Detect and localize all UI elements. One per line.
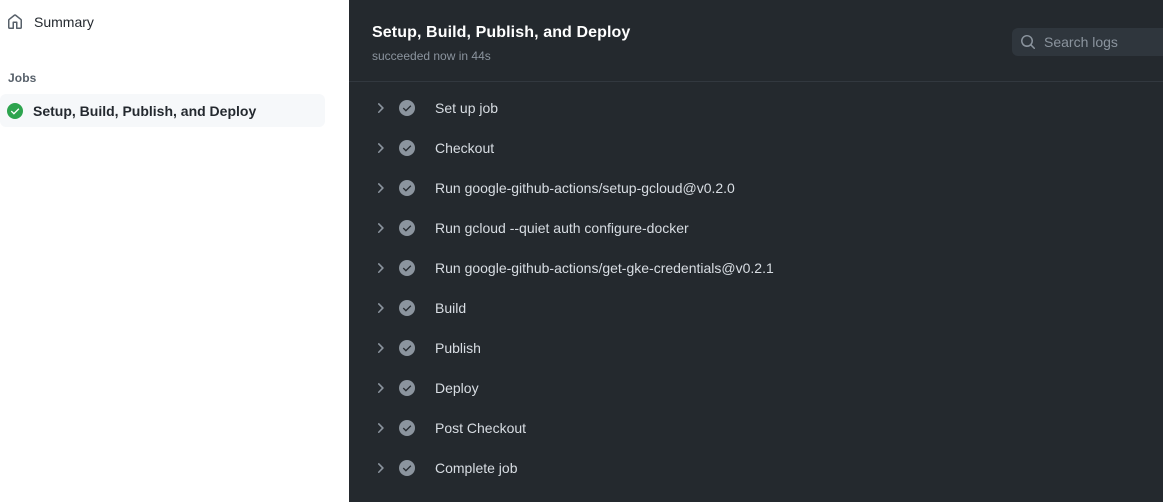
home-icon	[8, 14, 22, 29]
step-row[interactable]: Post Checkout	[349, 408, 1163, 448]
step-label: Set up job	[435, 100, 499, 116]
chevron-right-icon[interactable]	[372, 420, 388, 436]
step-row[interactable]: Checkout	[349, 128, 1163, 168]
step-row[interactable]: Complete job	[349, 448, 1163, 488]
step-list: Set up job Checkout Run google-github-ac…	[349, 82, 1163, 488]
step-label: Run google-github-actions/setup-gcloud@v…	[435, 180, 735, 196]
step-row[interactable]: Deploy	[349, 368, 1163, 408]
check-circle-fill-icon	[399, 380, 415, 396]
chevron-right-icon[interactable]	[372, 220, 388, 236]
step-label: Post Checkout	[435, 420, 527, 436]
step-row[interactable]: Set up job	[349, 88, 1163, 128]
log-header: Setup, Build, Publish, and Deploy succee…	[349, 0, 1163, 82]
chevron-right-icon[interactable]	[372, 260, 388, 276]
step-row[interactable]: Publish	[349, 328, 1163, 368]
check-circle-fill-icon	[399, 100, 415, 116]
sidebar-jobs-heading: Jobs	[8, 71, 37, 85]
search-input[interactable]	[1044, 32, 1163, 52]
sidebar-item-summary[interactable]: Summary	[0, 9, 325, 35]
check-circle-fill-icon	[399, 460, 415, 476]
check-circle-fill-icon	[7, 102, 23, 119]
step-label: Run google-github-actions/get-gke-creden…	[435, 260, 774, 276]
chevron-right-icon[interactable]	[372, 100, 388, 116]
log-panel: Setup, Build, Publish, and Deploy succee…	[349, 0, 1163, 502]
check-circle-fill-icon	[399, 260, 415, 276]
chevron-right-icon[interactable]	[372, 300, 388, 316]
step-row[interactable]: Run gcloud --quiet auth configure-docker	[349, 208, 1163, 248]
chevron-right-icon[interactable]	[372, 380, 388, 396]
search-icon	[1021, 35, 1036, 50]
check-circle-fill-icon	[399, 340, 415, 356]
step-row[interactable]: Run google-github-actions/get-gke-creden…	[349, 248, 1163, 288]
sidebar-item-job-label: Setup, Build, Publish, and Deploy	[33, 102, 257, 119]
check-circle-fill-icon	[399, 180, 415, 196]
chevron-right-icon[interactable]	[372, 460, 388, 476]
sidebar: Summary Jobs Setup, Build, Publish, and …	[0, 0, 349, 502]
check-circle-fill-icon	[399, 140, 415, 156]
step-row[interactable]: Build	[349, 288, 1163, 328]
page-title: Setup, Build, Publish, and Deploy	[372, 24, 631, 41]
chevron-right-icon[interactable]	[372, 340, 388, 356]
chevron-right-icon[interactable]	[372, 180, 388, 196]
job-status-text: succeeded now in 44s	[372, 49, 491, 63]
step-label: Publish	[435, 340, 481, 356]
sidebar-item-job[interactable]: Setup, Build, Publish, and Deploy	[0, 94, 325, 127]
step-label: Deploy	[435, 380, 479, 396]
step-label: Run gcloud --quiet auth configure-docker	[435, 220, 689, 236]
check-circle-fill-icon	[399, 300, 415, 316]
chevron-right-icon[interactable]	[372, 140, 388, 156]
search-box[interactable]	[1012, 28, 1163, 56]
step-label: Build	[435, 300, 467, 316]
step-label: Complete job	[435, 460, 518, 476]
check-circle-fill-icon	[399, 420, 415, 436]
step-label: Checkout	[435, 140, 495, 156]
step-row[interactable]: Run google-github-actions/setup-gcloud@v…	[349, 168, 1163, 208]
sidebar-item-summary-label: Summary	[34, 14, 94, 30]
check-circle-fill-icon	[399, 220, 415, 236]
